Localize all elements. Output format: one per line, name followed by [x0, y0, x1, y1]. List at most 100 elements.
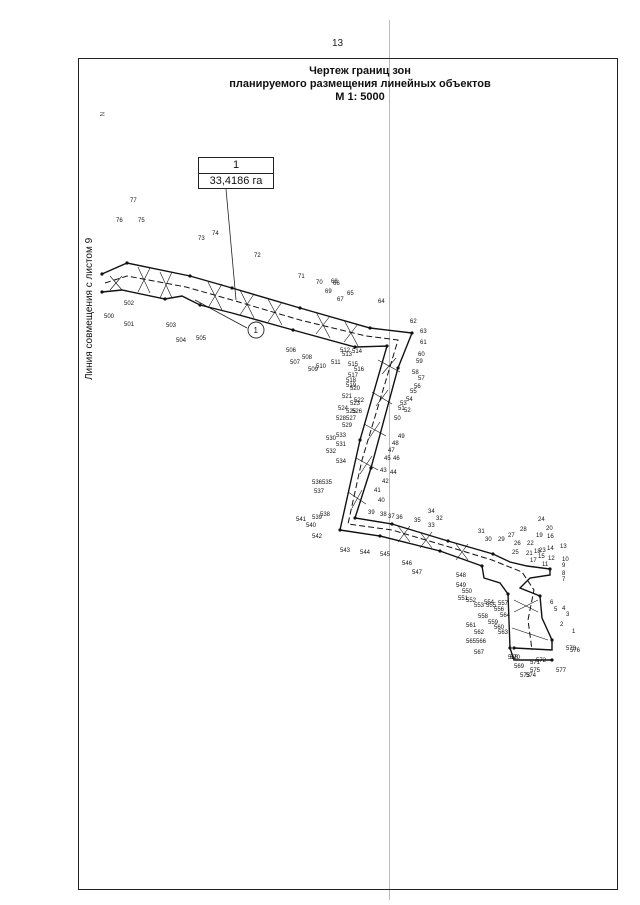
point-label: 537 — [314, 489, 325, 495]
point-label: 519 — [346, 383, 357, 389]
point-label: 500 — [104, 314, 115, 320]
point-label: 48 — [392, 441, 399, 447]
point-label: 542 — [312, 534, 323, 540]
point-label: 69 — [325, 289, 332, 295]
point-label: 553 — [474, 603, 485, 609]
point-label: 62 — [410, 319, 417, 325]
point-label: 77 — [130, 198, 137, 204]
point-label: 53 — [400, 401, 407, 407]
point-label: 534 — [336, 459, 347, 465]
corridor-boundary-north — [101, 262, 553, 651]
point-label: 572 — [536, 658, 547, 664]
point-label: 575 — [530, 668, 541, 674]
point-label: 73 — [198, 236, 205, 242]
point-label: 46 — [393, 456, 400, 462]
point-label: 539 — [312, 515, 323, 521]
point-label: 550 — [462, 589, 473, 595]
point-label: 39 — [368, 510, 375, 516]
point-label: 558 — [478, 614, 489, 620]
point-label: 64 — [378, 299, 385, 305]
point-label: 578 — [566, 646, 577, 652]
point-label: 576 — [570, 648, 581, 654]
zone-area: 33,4186 га — [209, 175, 263, 187]
point-label: 40 — [378, 498, 385, 504]
point-label: 24 — [538, 517, 545, 523]
point-label: 513 — [342, 352, 353, 358]
point-label: 521 — [342, 394, 353, 400]
drawing-title: Чертеж границ зон планируемого размещени… — [200, 65, 520, 104]
point-label: 512 — [340, 348, 351, 354]
title-line-1: Чертеж границ зон — [309, 65, 411, 77]
page-number: 13 — [332, 38, 344, 49]
point-label: 524 — [338, 406, 349, 412]
point-label: 30 — [485, 537, 492, 543]
point-label: 4 — [562, 606, 566, 612]
point-label: 32 — [436, 516, 443, 522]
point-label: 529 — [342, 423, 353, 429]
point-label: 31 — [478, 529, 485, 535]
zone-callout-text: 1 — [254, 326, 259, 335]
point-label: 28 — [520, 527, 527, 533]
point-label: 6 — [550, 600, 554, 606]
point-label: 15 — [538, 554, 545, 560]
corridor-centerline — [104, 275, 535, 651]
point-label: 522 — [354, 398, 365, 404]
point-label: 20 — [546, 526, 553, 532]
fold-line — [389, 20, 390, 900]
point-label: 67 — [337, 297, 344, 303]
point-label: 563 — [498, 630, 509, 636]
point-label: 43 — [380, 468, 387, 474]
point-label: 36 — [396, 515, 403, 521]
point-label: 538 — [320, 512, 331, 518]
point-label: 5 — [554, 607, 558, 613]
point-label: 523 — [350, 401, 361, 407]
corridor-boundary-south — [101, 289, 552, 661]
point-label: 61 — [420, 340, 427, 346]
point-label: 556 — [494, 607, 505, 613]
point-label: 17 — [530, 558, 537, 564]
point-label: 573 — [520, 673, 531, 679]
point-label: 577 — [556, 668, 567, 674]
point-label: 27 — [508, 533, 515, 539]
point-label: 548 — [456, 573, 467, 579]
point-label: 554 — [484, 600, 495, 606]
north-arrow-icon: N — [98, 112, 104, 117]
point-label: 530 — [326, 436, 337, 442]
point-label: 13 — [560, 544, 567, 550]
point-label: 63 — [420, 329, 427, 335]
point-label: 525 — [346, 409, 357, 415]
drawing-frame — [78, 58, 618, 890]
callout-leader-line — [194, 299, 248, 329]
point-label: 546 — [402, 561, 413, 567]
point-label: 16 — [547, 534, 554, 540]
zone-callout-circle — [247, 321, 265, 339]
point-label: 543 — [340, 548, 351, 554]
point-label: 517 — [348, 373, 359, 379]
point-label: 536 — [312, 480, 323, 486]
point-label: 547 — [412, 570, 423, 576]
point-label: 506 — [286, 348, 297, 354]
point-label: 41 — [374, 488, 381, 494]
point-label: 526 — [352, 409, 363, 415]
point-label: 33 — [428, 523, 435, 529]
point-label: 552 — [466, 598, 477, 604]
point-label: 22 — [527, 541, 534, 547]
point-label: 54 — [406, 397, 413, 403]
point-label: 559 — [488, 620, 499, 626]
point-label: 518 — [346, 378, 357, 384]
point-label: 565 — [466, 639, 477, 645]
point-label: 535 — [322, 480, 333, 486]
point-label: 545 — [380, 552, 391, 558]
point-label: 14 — [547, 546, 554, 552]
point-label: 544 — [360, 550, 371, 556]
point-label: 555 — [486, 603, 497, 609]
point-label: 560 — [494, 625, 505, 631]
point-label: 68 — [331, 279, 338, 285]
point-label: 520 — [350, 386, 361, 392]
point-label: 505 — [196, 336, 207, 342]
point-label: 504 — [176, 338, 187, 344]
point-label: 567 — [474, 650, 485, 656]
point-label: 19 — [536, 533, 543, 539]
